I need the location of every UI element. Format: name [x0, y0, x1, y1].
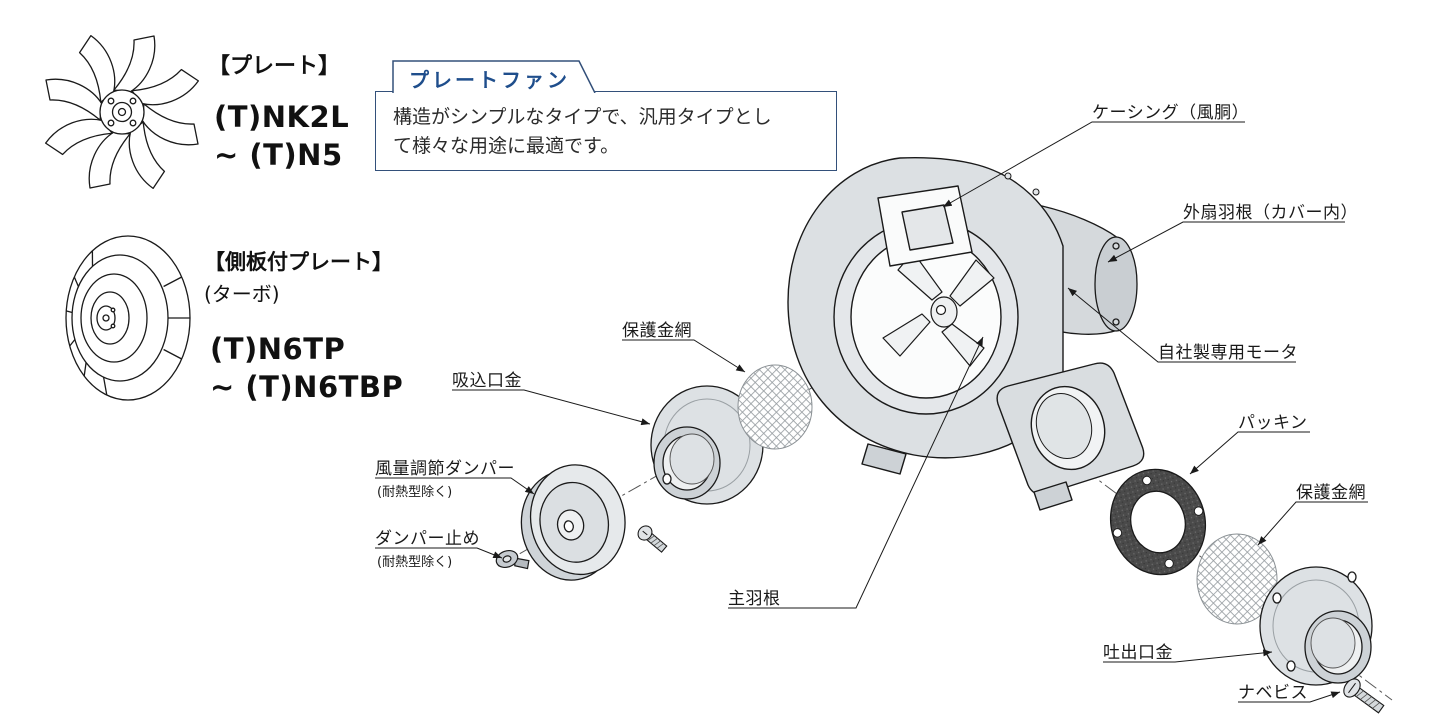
leader-damper [375, 477, 535, 495]
label-mesh-right: 保護金網 [1296, 483, 1366, 503]
callout-description-line1: 構造がシンプルなタイプで、汎用タイプとし [393, 106, 772, 128]
leader-suction [452, 389, 651, 426]
turbo-model-line2: ~ (T)N6TBP [210, 370, 404, 404]
plate-model-line1: (T)NK2L [214, 100, 350, 134]
leader-casing [942, 121, 1245, 208]
damper-stopper-part [495, 549, 530, 570]
suction-flange-part [650, 385, 764, 505]
label-packing: パッキン [1238, 413, 1308, 433]
leader-motor [1067, 287, 1296, 363]
leader-damper-stop [375, 547, 503, 559]
leader-lines [375, 121, 1368, 703]
turbo-impeller-image [65, 235, 191, 401]
casing-foot-right [1033, 481, 1073, 511]
discharge-flange-part [1259, 566, 1373, 686]
discharge-hole-inner [1035, 393, 1093, 459]
label-casing: ケーシング（風胴） [1092, 103, 1250, 123]
callout-tab-outline [392, 60, 596, 93]
turbo-subheading: (ターボ) [204, 282, 280, 306]
leader-main-blade [728, 336, 984, 609]
plate-impeller-image [44, 34, 200, 190]
turbo-model-line1: (T)N6TP [210, 332, 346, 366]
callout-description-line2: て様々な用途に最適です。 [393, 135, 620, 158]
small-screw-part [637, 525, 668, 553]
leader-external-fan [1107, 221, 1345, 263]
label-damper-stopper: ダンパー止め [375, 529, 480, 549]
label-main-blade: 主羽根 [728, 589, 781, 609]
casing-foot-left [861, 443, 907, 475]
main-blade-part [882, 251, 995, 367]
packing-part [1109, 468, 1207, 576]
turbo-heading: 【側板付プレート】 [204, 250, 393, 274]
plate-heading: 【プレート】 [208, 54, 341, 79]
callout-title: プレートファン [409, 68, 570, 92]
label-mesh-left: 保護金網 [622, 321, 692, 341]
mesh-right-part [1196, 533, 1278, 625]
label-damper-note: (耐熱型除く) [377, 485, 453, 500]
label-external-fan: 外扇羽根（カバー内） [1183, 203, 1358, 223]
callout-description-box: 構造がシンプルなタイプで、汎用タイプとし て様々な用途に最適です。 [375, 91, 837, 171]
label-motor: 自社製専用モータ [1158, 343, 1298, 363]
cutaway-baffle [901, 204, 954, 251]
leader-pan-screw [1238, 691, 1341, 703]
label-suction-flange: 吸込口金 [452, 371, 522, 391]
leader-discharge [1103, 649, 1273, 663]
casing-part [787, 156, 1145, 511]
damper-part [520, 464, 626, 581]
leader-packing [1189, 431, 1310, 475]
mesh-left-part [737, 364, 813, 450]
label-discharge-flange: 吐出口金 [1103, 643, 1173, 663]
leader-mesh-left [622, 339, 746, 373]
label-damper: 風量調節ダンパー [375, 459, 515, 479]
pan-screw-part [1343, 678, 1385, 714]
callout-title-tab: プレートファン [392, 60, 596, 93]
leader-mesh-right [1257, 501, 1368, 546]
label-pan-screw: ナベビス [1238, 683, 1308, 703]
plate-model-line2: ~ (T)N5 [214, 138, 343, 172]
label-damper-stopper-note: (耐熱型除く) [377, 555, 453, 570]
